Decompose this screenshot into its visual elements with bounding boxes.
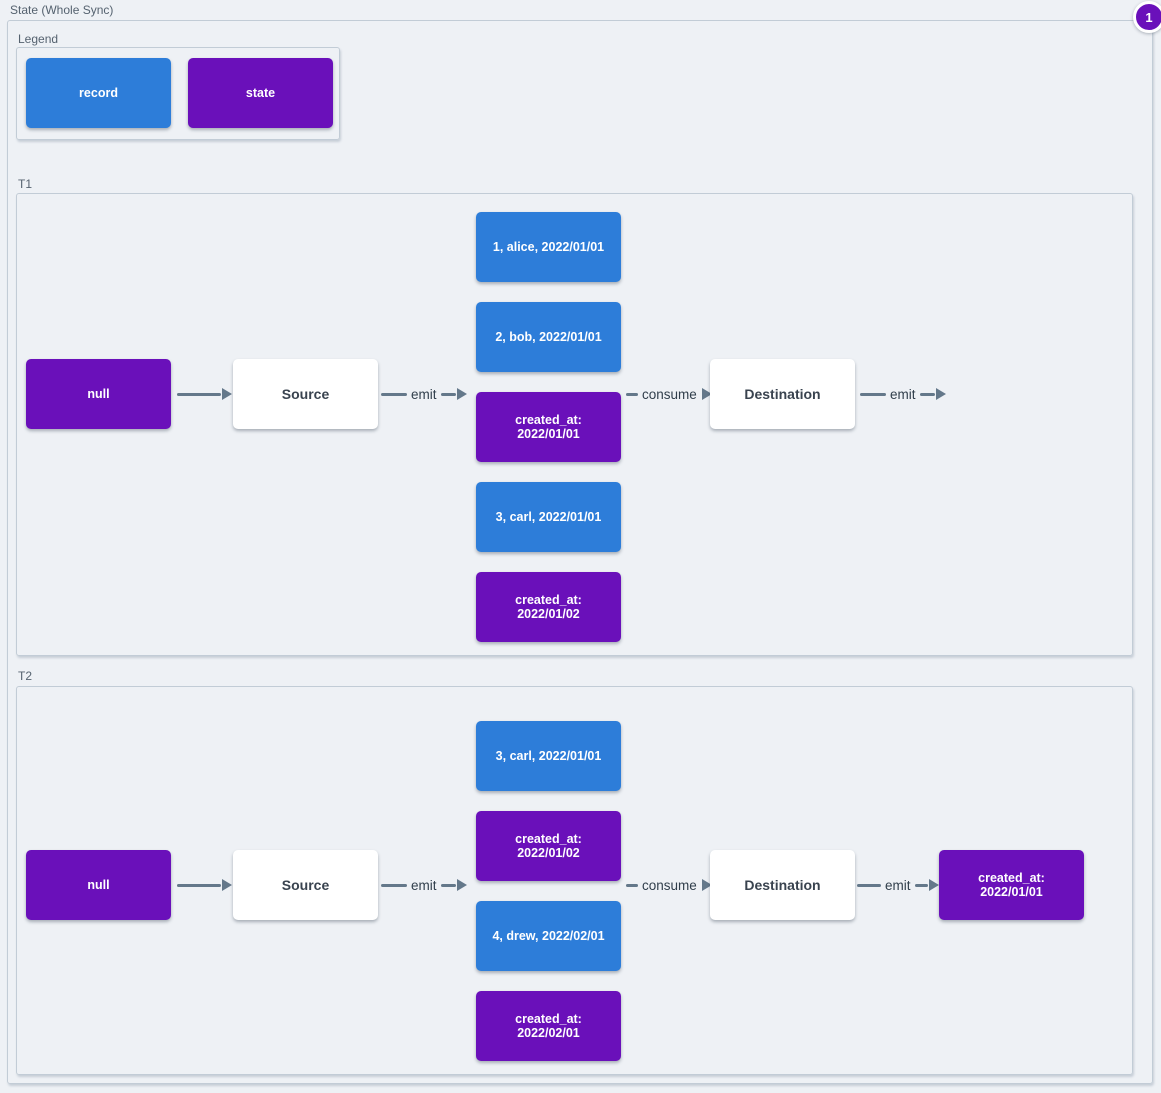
state-box: created_at: 2022/01/02 [476,811,621,881]
arrow-line [381,883,407,887]
arrow-head-icon [222,388,232,400]
edge-source-emit: emit [381,382,467,406]
arrow-head-icon [456,388,467,400]
arrow-line [177,883,221,887]
arrow-line [440,883,456,887]
state-box: created_at: 2022/01/02 [476,572,621,642]
arrow-head-icon [701,388,712,400]
section-t1-title: T1 [18,177,33,191]
destination-node: Destination [710,850,855,920]
legend-state-swatch: state [188,58,333,128]
arrow-head-icon [456,879,467,891]
arrow-head-icon [701,879,712,891]
edge-consume: consume [626,382,712,406]
record-box: 3, carl, 2022/01/01 [476,482,621,552]
arrow-line [626,883,638,887]
arrow-line [860,392,886,396]
legend-container: record state [16,47,340,140]
edge-label: emit [890,386,916,402]
legend-record-swatch: record [26,58,171,128]
section-t1-container: null Source emit 1, alice, 2022/01/01 2, … [16,193,1133,656]
edge-destination-emit: emit [857,873,939,897]
record-box: 1, alice, 2022/01/01 [476,212,621,282]
record-box: 2, bob, 2022/01/01 [476,302,621,372]
edge-null-to-source [177,873,232,897]
edge-source-emit: emit [381,873,467,897]
state-whole-sync-container [7,20,1153,1084]
arrow-line [381,392,407,396]
source-node: Source [233,359,378,429]
diagram-title: State (Whole Sync) [10,3,114,17]
state-box-null: null [26,850,171,920]
step-badge[interactable]: 1 [1133,1,1161,33]
edge-label: consume [642,386,697,402]
source-node: Source [233,850,378,920]
arrow-head-icon [222,879,232,891]
destination-node: Destination [710,359,855,429]
edge-label: consume [642,877,697,893]
record-box: 3, carl, 2022/01/01 [476,721,621,791]
edge-destination-emit: emit [860,382,946,406]
edge-label: emit [411,877,437,893]
arrow-line [857,883,881,887]
edge-label: emit [411,386,437,402]
state-box-null: null [26,359,171,429]
section-t2-title: T2 [18,669,33,683]
final-state-box: created_at: 2022/01/01 [939,850,1084,920]
arrow-line [440,392,456,396]
record-box: 4, drew, 2022/02/01 [476,901,621,971]
edge-null-to-source [177,382,232,406]
arrow-line [177,392,221,396]
section-t2-container: null Source emit 3, carl, 2022/01/01 crea… [16,686,1133,1075]
records-column: 3, carl, 2022/01/01 created_at: 2022/01/0… [476,721,621,1061]
arrow-head-icon [935,388,946,400]
arrow-line [626,392,638,396]
state-box: created_at: 2022/01/01 [476,392,621,462]
arrow-line [914,883,928,887]
edge-label: emit [885,877,911,893]
arrow-line [919,392,935,396]
records-column: 1, alice, 2022/01/01 2, bob, 2022/01/01 cr… [476,212,621,642]
state-box: created_at: 2022/02/01 [476,991,621,1061]
legend-title: Legend [18,32,59,46]
edge-consume: consume [626,873,712,897]
arrow-head-icon [928,879,939,891]
